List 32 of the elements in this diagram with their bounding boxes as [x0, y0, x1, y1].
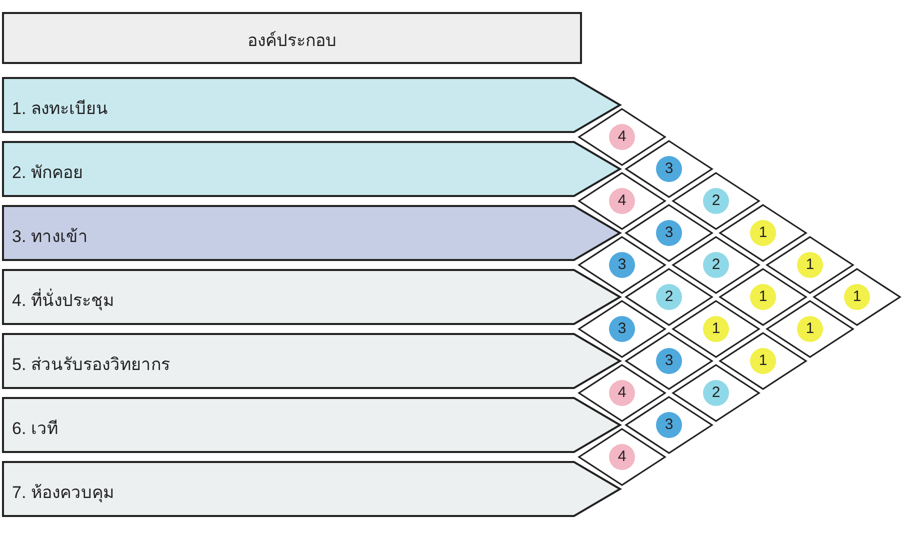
row-label: 7. ห้องควบคุม — [12, 482, 114, 504]
row-label: 1. ลงทะเบียน — [12, 98, 108, 120]
row-label: 6. เวที — [12, 418, 58, 440]
rating-number: 3 — [664, 160, 674, 177]
rating-number: 1 — [758, 352, 768, 369]
rating-number: 1 — [804, 256, 816, 273]
rating-number: 3 — [616, 256, 628, 273]
rating-number: 1 — [758, 224, 768, 241]
rating-number: 3 — [664, 352, 674, 369]
rating-number: 3 — [664, 416, 674, 433]
rating-number: 4 — [616, 192, 628, 209]
rating-number: 4 — [616, 128, 628, 145]
rating-number: 1 — [710, 320, 722, 337]
rating-number: 1 — [758, 288, 768, 305]
rating-number: 2 — [664, 288, 674, 305]
header-text: องค์ประกอบ — [246, 30, 338, 52]
rating-number: 2 — [710, 256, 722, 273]
rating-number: 4 — [616, 384, 628, 401]
row-label: 3. ทางเข้า — [12, 226, 88, 248]
rating-number: 3 — [616, 320, 628, 337]
row-label: 2. พักคอย — [12, 162, 83, 184]
rating-number: 1 — [804, 320, 816, 337]
rating-number: 3 — [664, 224, 674, 241]
rating-number: 2 — [710, 192, 722, 209]
rating-number: 4 — [616, 448, 628, 465]
rating-number: 1 — [852, 288, 862, 305]
rating-number: 2 — [710, 384, 722, 401]
row-label: 4. ที่นั่งประชุม — [12, 286, 114, 313]
rating-diamond — [578, 428, 666, 486]
component-row — [2, 461, 622, 517]
header-box — [2, 12, 582, 64]
row-label: 5. ส่วนรับรองวิทยากร — [12, 354, 170, 376]
